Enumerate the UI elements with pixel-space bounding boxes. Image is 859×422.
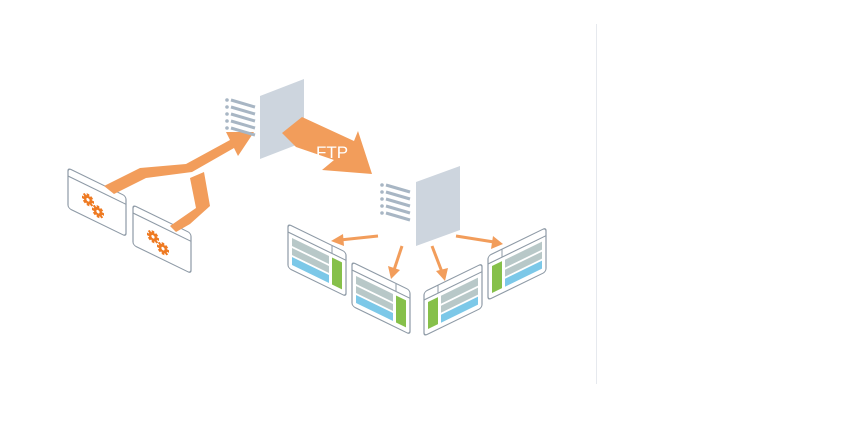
ftp-arrow: FTP [282,117,372,174]
server-panel [416,166,460,246]
settings-window-icon [133,205,191,273]
list-icon [223,96,257,137]
destination-window-2 [351,261,411,335]
destination-window-4 [487,227,547,301]
right-divider [596,24,597,384]
destination-window-1 [287,223,347,297]
distribution-arrows [331,234,503,281]
web-page-layout-icon [487,227,547,301]
source-window-1 [68,168,126,236]
source-window-2 [133,205,191,273]
merge-arrow [104,132,254,232]
destination-window-3 [423,263,483,337]
list-icon [378,181,412,222]
web-page-layout-icon [287,223,347,297]
web-page-layout-icon [423,263,483,337]
ftp-label: FTP [316,143,348,162]
destination-server [378,166,460,246]
web-page-layout-icon [351,261,411,335]
settings-window-icon [68,168,126,236]
